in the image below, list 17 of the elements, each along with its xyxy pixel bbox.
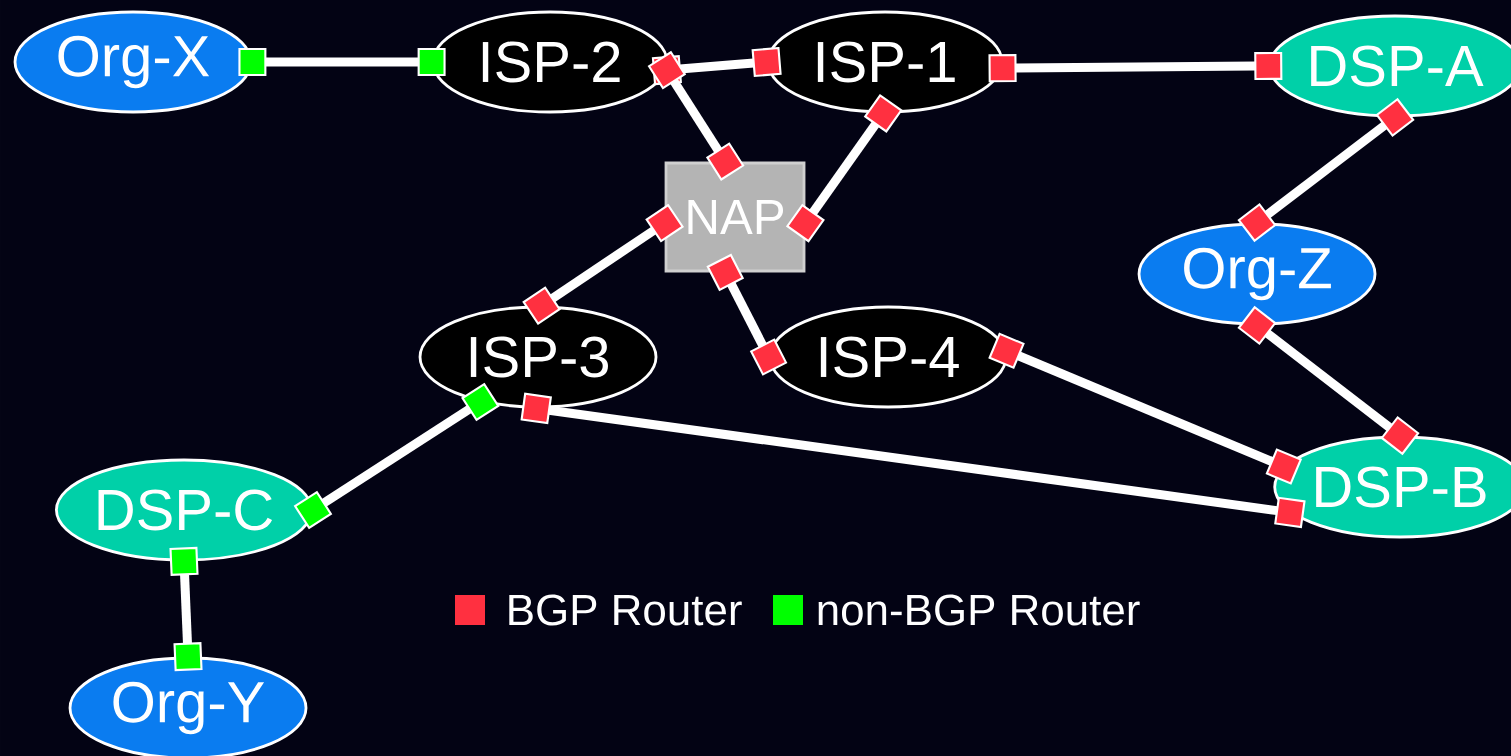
ellipse-node: ISP-3	[418, 305, 658, 409]
link-line	[988, 51, 1283, 83]
link-line	[238, 48, 446, 76]
ellipse-node: Org-Y	[68, 656, 308, 756]
link-line	[520, 392, 1306, 529]
ellipse-node: ISP-1	[766, 10, 1004, 114]
ellipse-node: ISP-4	[768, 305, 1008, 409]
legend-label: BGP Router	[509, 594, 742, 626]
nap-box: NAP	[664, 161, 806, 273]
link-line	[706, 253, 788, 376]
ellipse-node: Org-X	[13, 10, 253, 114]
ellipse-node: ISP-2	[431, 10, 669, 114]
ellipse-node: DSP-A	[1268, 14, 1511, 118]
legend-label: non-BGP Router	[818, 594, 1140, 626]
link-line	[169, 546, 203, 672]
ellipse-node: DSP-C	[55, 458, 313, 562]
ellipse-node: Org-Z	[1137, 222, 1377, 326]
